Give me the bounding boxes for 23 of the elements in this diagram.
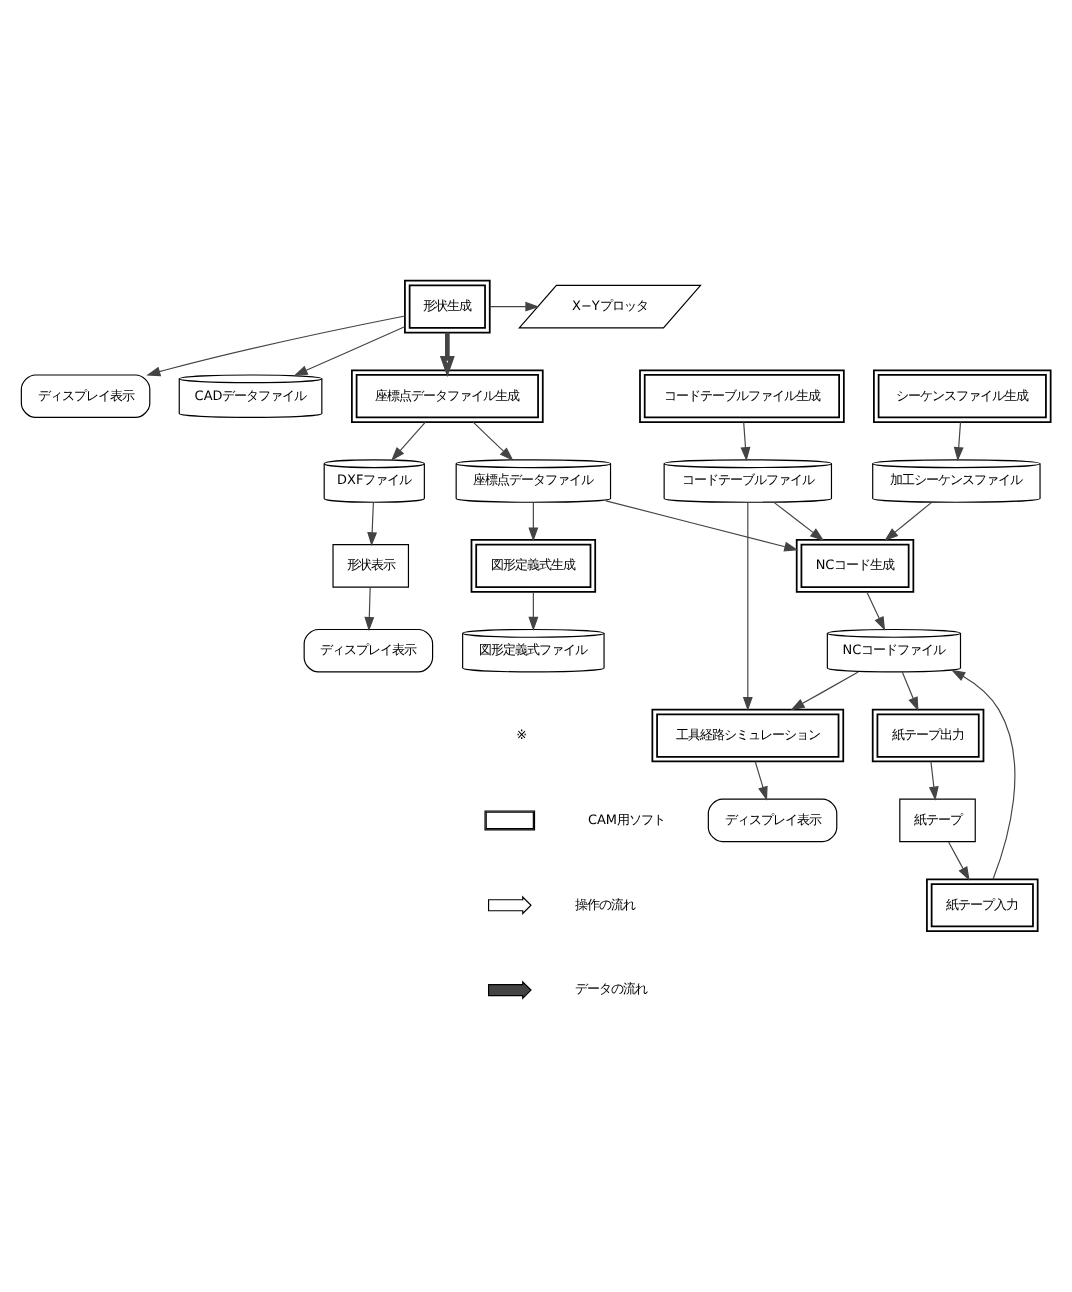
arrow bbox=[953, 421, 964, 462]
arrow bbox=[773, 502, 825, 541]
arrow bbox=[367, 502, 378, 547]
arrow bbox=[790, 671, 859, 711]
arrow bbox=[528, 591, 539, 632]
arrow bbox=[391, 421, 426, 461]
arrow bbox=[951, 669, 1016, 880]
arrow bbox=[742, 501, 753, 712]
arrow bbox=[439, 332, 455, 378]
arrow bbox=[489, 301, 540, 312]
arrow bbox=[605, 500, 799, 552]
arrow bbox=[146, 315, 406, 377]
arrow bbox=[293, 326, 406, 376]
arrow bbox=[364, 586, 375, 632]
arrow bbox=[866, 591, 886, 631]
arrow bbox=[901, 671, 919, 712]
arrow bbox=[472, 421, 514, 461]
arrow bbox=[740, 421, 751, 462]
arrow bbox=[884, 502, 932, 541]
arrow bbox=[754, 760, 768, 801]
arrow bbox=[528, 502, 539, 542]
arrow bbox=[928, 760, 939, 801]
arrow bbox=[948, 841, 970, 881]
